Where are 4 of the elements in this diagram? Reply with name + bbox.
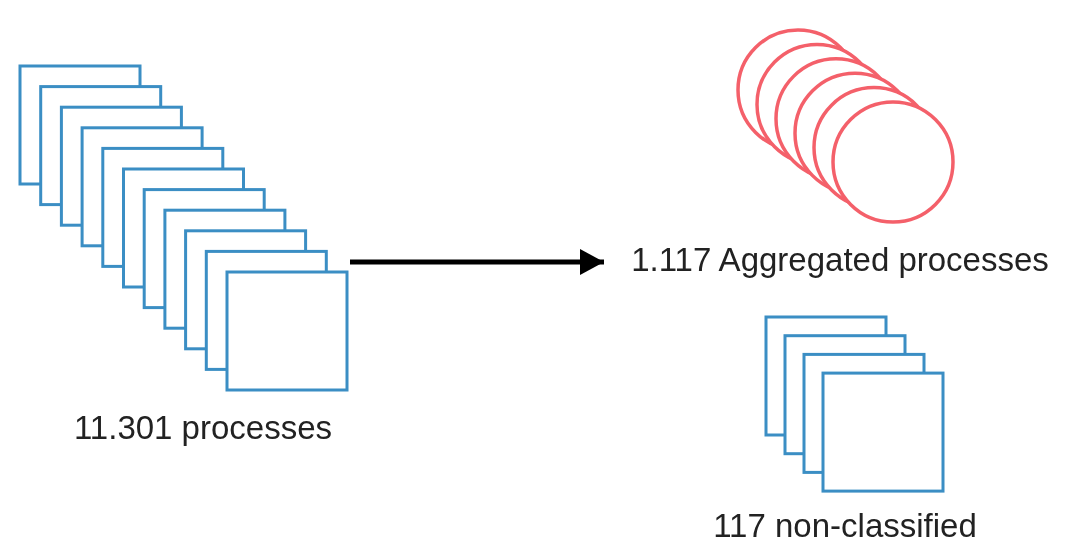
arrow [350,249,604,275]
group-label: 1.117 Aggregated processes [630,240,1050,280]
group-label: 11.301 processes [72,408,334,448]
group-label: 117 non-classified [712,506,978,546]
